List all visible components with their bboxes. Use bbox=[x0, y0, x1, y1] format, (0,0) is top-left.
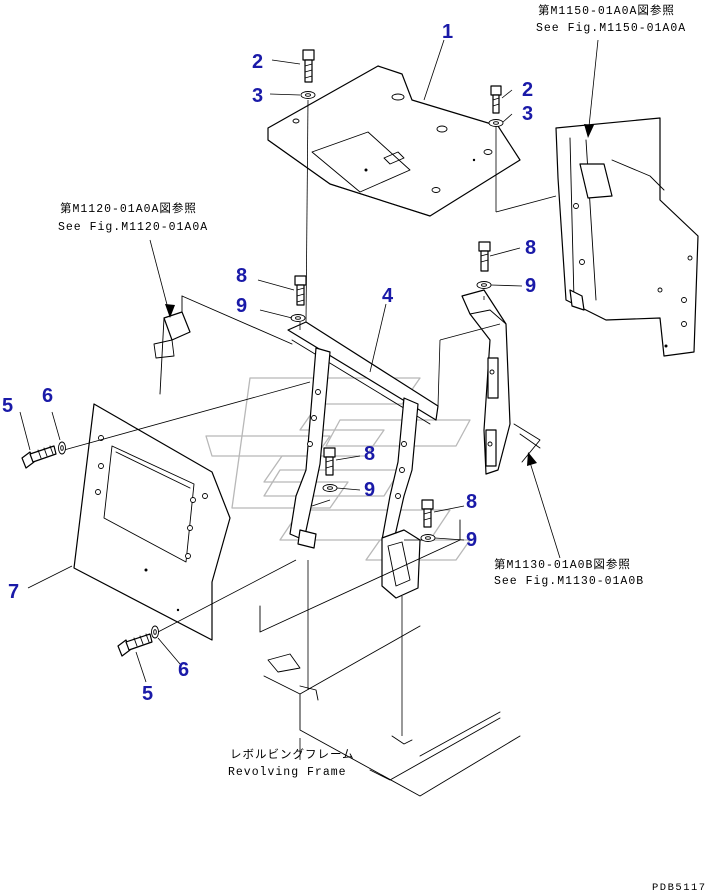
bolts bbox=[21, 49, 502, 657]
reference-labels: 第M1150-01A0A図参照 See Fig.M1150-01A0A 第M11… bbox=[58, 3, 707, 894]
part-number-3: 3 bbox=[252, 85, 263, 107]
part-number-8: 8 bbox=[364, 443, 375, 465]
part-numbers: 1 2 3 2 3 8 9 8 9 4 5 6 8 9 8 9 7 5 6 bbox=[2, 21, 536, 705]
part-number-8: 8 bbox=[525, 237, 536, 259]
ref-m1150-en: See Fig.M1150-01A0A bbox=[536, 22, 686, 35]
bolt-8b bbox=[478, 241, 491, 272]
callout-leaders bbox=[19, 39, 599, 760]
ref-m1130-en: See Fig.M1130-01A0B bbox=[494, 575, 644, 588]
part-number-9: 9 bbox=[466, 529, 477, 551]
part-number-2: 2 bbox=[522, 79, 533, 101]
ref-frame-jp: レボルビングフレーム bbox=[230, 747, 355, 762]
part-number-7: 7 bbox=[8, 581, 19, 603]
top-cover-plate bbox=[267, 65, 521, 217]
part-number-4: 4 bbox=[382, 285, 394, 307]
bolt-8d bbox=[421, 499, 434, 528]
ref-m1120-jp: 第M1120-01A0A図参照 bbox=[60, 201, 197, 216]
part-number-8: 8 bbox=[466, 491, 477, 513]
ref-m1150-jp: 第M1150-01A0A図参照 bbox=[538, 3, 675, 18]
bolt-2a bbox=[302, 49, 315, 83]
ref-m1130-jp: 第M1130-01A0B図参照 bbox=[494, 557, 631, 572]
drawing-code: PDB5117 bbox=[652, 882, 707, 894]
bolt-8a bbox=[294, 275, 307, 306]
part-number-9: 9 bbox=[364, 479, 375, 501]
part-number-5: 5 bbox=[142, 683, 153, 705]
main-bracket-frame bbox=[287, 321, 439, 599]
part-number-2: 2 bbox=[252, 51, 263, 73]
ref-bracket-m1120 bbox=[153, 295, 293, 395]
front-panel bbox=[73, 403, 231, 641]
bolt-2b bbox=[490, 85, 502, 114]
part-number-6: 6 bbox=[178, 659, 189, 681]
part-number-3: 3 bbox=[522, 103, 533, 125]
arrowheads bbox=[165, 124, 594, 466]
assembly-lines bbox=[63, 99, 557, 736]
ref-m1120-en: See Fig.M1120-01A0A bbox=[58, 221, 208, 234]
ref-assembly-m1150 bbox=[555, 117, 699, 357]
part-number-6: 6 bbox=[42, 385, 53, 407]
bolt-5b bbox=[117, 633, 153, 657]
part-number-5: 5 bbox=[2, 395, 13, 417]
part-number-1: 1 bbox=[442, 21, 453, 43]
part-number-8: 8 bbox=[236, 265, 247, 287]
bolt-8c bbox=[323, 447, 336, 476]
bolt-5a bbox=[21, 445, 57, 469]
revolving-frame-outline bbox=[259, 519, 521, 797]
part-number-9: 9 bbox=[525, 275, 536, 297]
part-number-9: 9 bbox=[236, 295, 247, 317]
ref-frame-en: Revolving Frame bbox=[228, 766, 347, 779]
right-side-bracket bbox=[461, 289, 541, 475]
